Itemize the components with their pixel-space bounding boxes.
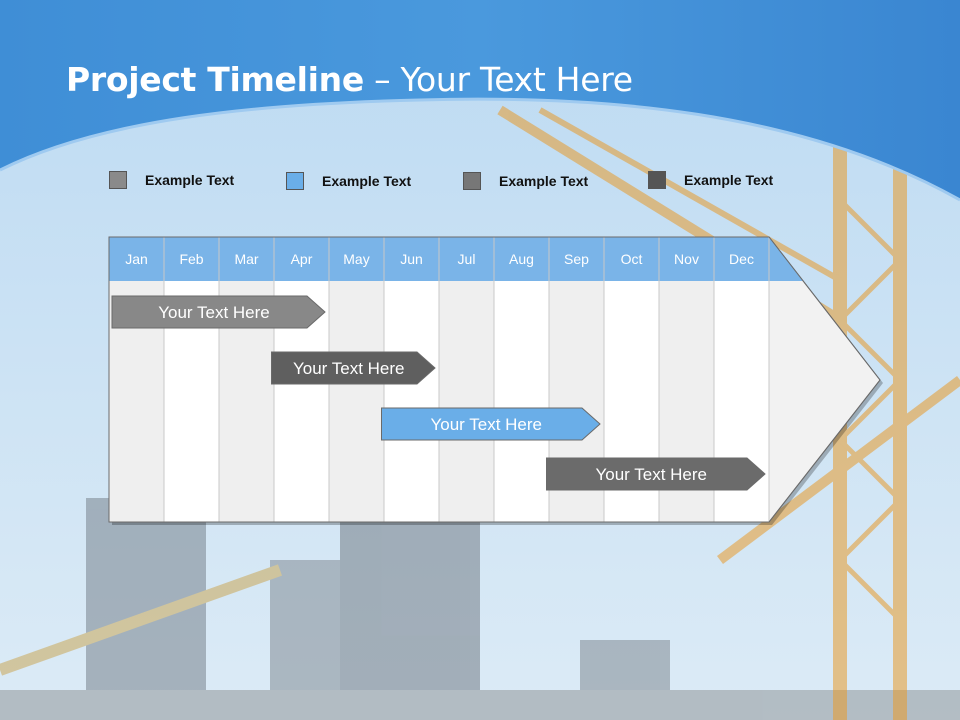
month-label: Jan [125,251,148,267]
month-label: May [343,251,369,267]
legend-label: Example Text [684,172,774,188]
title-bold: Project Timeline [66,60,364,99]
legend-swatch [286,172,304,190]
task-bar [111,295,326,329]
month-label: Aug [509,251,534,267]
month-label: Dec [729,251,754,267]
legend-label: Example Text [322,173,412,189]
month-label: Oct [621,251,643,267]
month-column [494,281,549,522]
month-label: Feb [179,251,203,267]
task-label: Your Text Here [158,303,270,322]
month-label: Sep [564,251,589,267]
month-label: Jul [458,251,476,267]
task-bar [271,351,436,385]
building-silhouettes [0,498,960,720]
legend-label: Example Text [145,172,235,188]
task-label: Your Text Here [430,415,542,434]
task-bar [381,407,601,441]
timeline-outline [108,236,881,523]
legend-label: Example Text [499,173,589,189]
month-header-band [109,237,804,281]
month-column [439,281,494,522]
task-label: Your Text Here [595,465,707,484]
legend-swatch [648,171,666,189]
page-title: Project Timeline – Your Text Here [66,60,633,99]
month-column [384,281,439,522]
month-label: Nov [674,251,699,267]
title-rest: – Your Text Here [363,60,633,99]
month-label: Apr [291,251,313,267]
legend-swatch [463,172,481,190]
month-column [329,281,384,522]
task-bar [546,457,766,491]
month-label: Mar [234,251,258,267]
task-label: Your Text Here [293,359,405,378]
legend-swatch [109,171,127,189]
month-label: Jun [400,251,423,267]
